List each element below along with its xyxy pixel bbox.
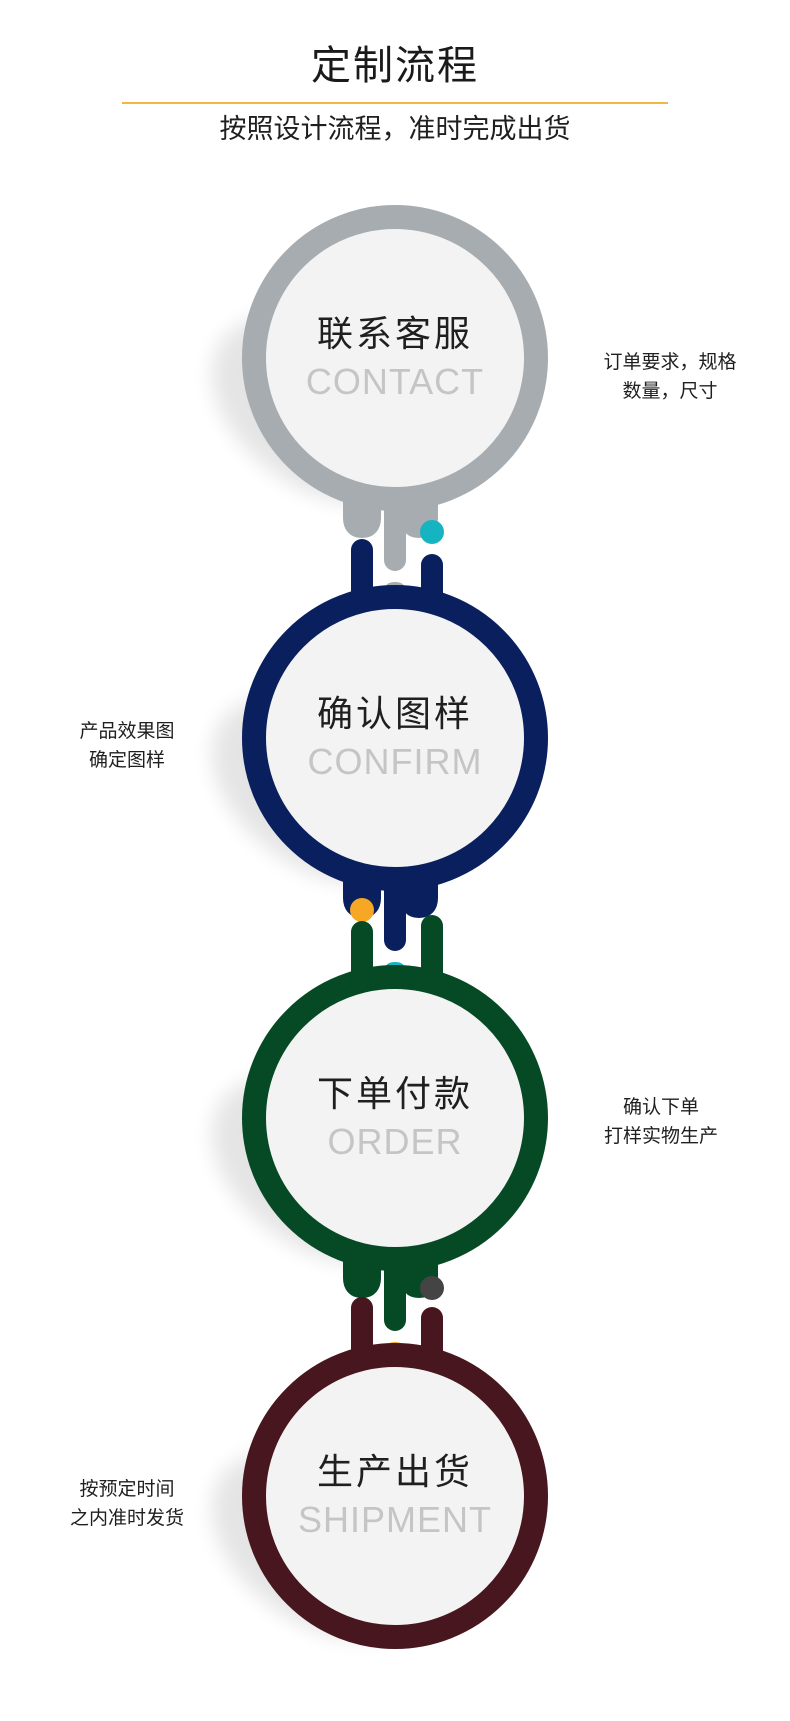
step-3-ring: [242, 915, 548, 1331]
step-3-title: 下单付款: [316, 1074, 473, 1115]
page-subtitle: 按照设计流程，准时完成出货: [219, 114, 571, 145]
step-1-note-line2: 数量，尺寸: [622, 380, 718, 402]
step-3-subtitle: ORDER: [327, 1121, 463, 1162]
step-4-subtitle: SHIPMENT: [297, 1499, 492, 1540]
step-1-ring: [242, 205, 548, 571]
step-1-subtitle: CONTACT: [305, 361, 485, 402]
dot-dark-1: [420, 1276, 444, 1300]
page-title: 定制流程: [311, 43, 479, 89]
step-1-note: 订单要求，规格 数量，尺寸: [570, 348, 770, 406]
step-2-note-line2: 确定图样: [88, 749, 165, 771]
step-1-title: 联系客服: [316, 314, 473, 355]
title-divider: [122, 102, 668, 104]
step-4-note-line2: 之内准时发货: [69, 1507, 184, 1529]
step-2-subtitle: CONFIRM: [307, 741, 483, 782]
step-2-note: 产品效果图 确定图样: [27, 717, 227, 775]
step-4-note: 按预定时间 之内准时发货: [27, 1475, 227, 1533]
step-4-note-line1: 按预定时间: [79, 1478, 175, 1500]
step-4-title: 生产出货: [316, 1452, 473, 1493]
dot-orange-1: [350, 898, 374, 922]
step-2-title: 确认图样: [316, 694, 473, 735]
step-3-note: 确认下单 打样实物生产: [561, 1093, 761, 1151]
step-3-note-line1: 确认下单: [622, 1096, 699, 1118]
dot-teal-1: [420, 520, 444, 544]
step-2-note-line1: 产品效果图: [79, 720, 175, 742]
step-4-ring: [242, 1297, 548, 1649]
step-1-note-line1: 订单要求，规格: [603, 351, 737, 373]
step-3-note-line2: 打样实物生产: [603, 1125, 718, 1147]
